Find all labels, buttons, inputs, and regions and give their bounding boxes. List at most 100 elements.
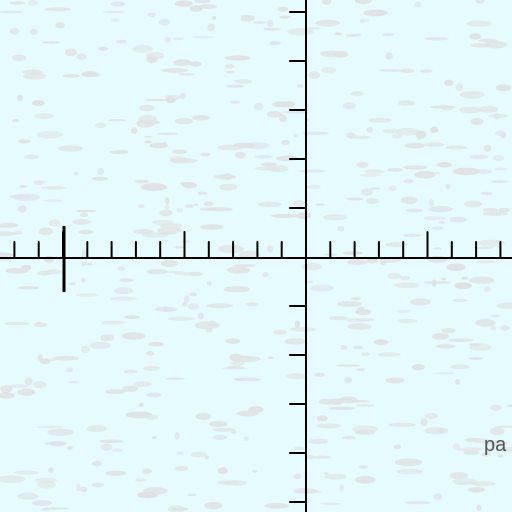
texture-speck — [91, 176, 109, 181]
texture-speck — [315, 19, 340, 27]
texture-speck — [296, 212, 312, 220]
texture-speck — [189, 292, 198, 297]
texture-speck — [428, 199, 435, 207]
texture-speck — [436, 161, 452, 168]
texture-speck — [346, 259, 368, 266]
texture-speck — [473, 169, 492, 175]
texture-speck — [497, 454, 504, 458]
texture-speck — [279, 15, 291, 19]
texture-speck — [160, 260, 179, 267]
texture-speck — [336, 364, 360, 367]
texture-speck — [167, 505, 186, 512]
texture-speck — [452, 298, 468, 302]
texture-speck — [233, 355, 261, 363]
texture-speck — [454, 282, 472, 290]
texture-speck — [226, 70, 235, 74]
texture-speck — [449, 216, 467, 223]
texture-speck — [415, 130, 427, 139]
texture-speck — [463, 450, 480, 455]
texture-speck — [305, 27, 321, 30]
texture-speck — [76, 53, 87, 60]
texture-speck — [352, 345, 363, 350]
texture-speck — [105, 470, 126, 476]
texture-speck — [483, 144, 492, 152]
texture-speck — [227, 266, 250, 274]
texture-speck — [433, 247, 442, 250]
texture-speck — [394, 458, 423, 466]
texture-speck — [37, 480, 56, 489]
texture-speck — [442, 106, 454, 111]
texture-speck — [366, 257, 378, 264]
texture-speck — [143, 135, 153, 138]
texture-speck — [0, 475, 26, 483]
texture-speck — [197, 191, 208, 195]
texture-speck — [359, 173, 381, 177]
texture-speck — [424, 172, 441, 175]
texture-speck — [432, 332, 449, 340]
texture-speck — [80, 486, 88, 493]
texture-speck — [123, 369, 138, 374]
texture-speck — [489, 404, 502, 411]
texture-speck — [423, 216, 446, 221]
texture-speck — [311, 455, 332, 459]
texture-speck — [136, 119, 161, 125]
texture-speck — [269, 41, 282, 46]
texture-speck — [113, 287, 134, 295]
texture-speck — [139, 104, 155, 112]
texture-speck — [89, 341, 111, 350]
texture-speck — [444, 79, 454, 87]
texture-speck — [40, 508, 50, 512]
texture-speck — [484, 40, 508, 49]
texture-speck — [108, 119, 127, 122]
texture-speck — [137, 491, 158, 499]
texture-speck — [405, 208, 424, 213]
texture-speck — [344, 377, 353, 384]
texture-speck — [5, 268, 29, 274]
texture-speck — [76, 483, 81, 492]
texture-speck — [115, 39, 127, 44]
texture-speck — [71, 219, 91, 225]
texture-speck — [482, 440, 508, 446]
texture-speck — [324, 472, 329, 475]
texture-speck — [212, 435, 228, 440]
texture-speck — [48, 219, 61, 227]
texture-speck — [173, 245, 184, 249]
texture-speck — [159, 223, 183, 229]
texture-speck — [386, 168, 404, 172]
texture-speck — [224, 63, 235, 69]
texture-speck — [44, 269, 62, 275]
texture-speck — [435, 372, 455, 375]
texture-speck — [24, 154, 39, 160]
texture-speck — [191, 115, 211, 121]
texture-speck — [121, 385, 138, 392]
texture-speck — [231, 430, 237, 434]
texture-speck — [75, 293, 99, 297]
texture-speck — [489, 427, 505, 436]
texture-speck — [205, 328, 213, 333]
texture-speck — [95, 122, 107, 129]
texture-speck — [17, 94, 23, 102]
texture-speck — [293, 473, 302, 480]
texture-speck — [314, 372, 326, 377]
texture-speck — [350, 91, 364, 97]
texture-speck — [174, 431, 180, 440]
texture-speck — [0, 392, 15, 399]
texture-speck — [236, 410, 259, 417]
texture-speck — [362, 19, 370, 23]
texture-speck — [400, 68, 415, 74]
texture-speck — [48, 467, 54, 473]
texture-speck — [498, 447, 512, 452]
texture-speck — [456, 447, 484, 452]
texture-speck — [396, 309, 412, 313]
texture-speck — [459, 106, 482, 114]
texture-speck — [359, 465, 368, 469]
texture-speck — [420, 69, 433, 73]
texture-speck — [217, 245, 245, 253]
texture-speck — [24, 377, 33, 386]
texture-speck — [455, 482, 469, 485]
texture-speck — [449, 471, 469, 480]
texture-speck — [254, 155, 273, 159]
texture-speck — [328, 406, 356, 410]
texture-speck — [200, 152, 211, 157]
